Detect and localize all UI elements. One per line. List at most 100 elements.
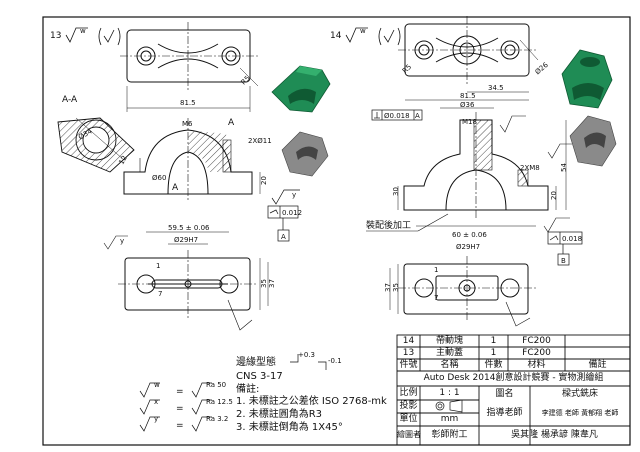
drawing-name-label: 圖名 — [495, 389, 514, 399]
part14-h20-dim: 20 — [550, 191, 558, 200]
part13-top-view — [120, 22, 259, 112]
part14-w35-dim: 35 — [392, 283, 400, 292]
scale-value: 1 : 1 — [439, 388, 460, 398]
edge-form-standard: CNS 3-17 — [236, 371, 283, 382]
bom-row2-name: 主動蓋 — [435, 348, 463, 358]
remark-line-2: 2. 未標註圓角為R3 — [236, 409, 323, 420]
part14-width-dim: 81.5 — [460, 92, 476, 100]
part14-w1-dim: 1 — [434, 266, 438, 274]
part13-w7-dim: 7 — [158, 290, 162, 298]
legend-x-symbol: x — [154, 398, 159, 406]
student-names: 吳其隆 楊承諺 陳韋凡 — [511, 430, 598, 440]
bom-row1-name: 帶動塊 — [435, 336, 463, 346]
school-name: 彰師附工 — [431, 430, 468, 440]
part14-d34_5-dim: 34.5 — [488, 84, 504, 92]
part13-w37-dim: 37 — [268, 279, 276, 288]
part14-r5-dim: R5 — [401, 63, 413, 75]
part13-datum-a: A — [281, 233, 286, 241]
part13-section-mark-a2: A — [172, 183, 179, 193]
surface-legend-symbols — [139, 382, 212, 432]
view13-number: 13 — [50, 31, 61, 41]
part14-surface-marks — [499, 115, 572, 233]
part13-holes-dim: 2XØ11 — [248, 137, 272, 145]
edge-plus-tol: +0.3 — [298, 351, 315, 359]
part14-top-view — [398, 16, 539, 109]
part13-bore-dim: Ø29H7 — [174, 236, 198, 244]
edge-form-symbol — [290, 354, 327, 370]
part14-w7-dim: 7 — [434, 294, 438, 302]
edge-form-title: 邊緣型態 — [236, 357, 276, 368]
part14-par-frame — [547, 231, 583, 266]
part13-section-mark-a: A — [228, 118, 235, 128]
part14-holes-dim: 2XM8 — [520, 164, 540, 172]
view14-surface-symbol — [345, 27, 401, 46]
remarks-heading: 備註: — [236, 384, 260, 395]
legend-ra50: Ra 50 — [206, 381, 227, 389]
legend-y-symbol: y — [154, 415, 159, 423]
part13-bottom-view — [103, 231, 269, 331]
view13-surface-symbol — [65, 27, 121, 46]
bom-header-no: 件號 — [399, 360, 418, 370]
legend-ra3-2: Ra 3.2 — [206, 415, 229, 423]
unit-label: 單位 — [399, 414, 418, 424]
part14-perp-datum: A — [415, 112, 420, 120]
part13-w35-dim: 35 — [260, 279, 268, 288]
part13-3d-model — [271, 65, 331, 113]
view14-surface-w: w — [360, 27, 366, 35]
section-aa-label: A-A — [62, 95, 78, 105]
bom-header-qty: 件數 — [484, 360, 503, 370]
part13-bottom-surface-y: y — [120, 237, 124, 245]
bom-row2-material: FC200 — [522, 348, 551, 358]
part13-metal-photo — [281, 131, 329, 177]
part13-front-view — [123, 118, 261, 200]
part14-pitch-dim: 60 ± 0.06 — [452, 231, 487, 239]
advisor-label: 指導老師 — [486, 408, 523, 418]
drafter-label: 繪圖者 — [397, 430, 421, 439]
view14-number: 14 — [330, 31, 342, 41]
bom-header-name: 名稱 — [440, 360, 459, 370]
bom-row2-qty: 1 — [490, 348, 497, 358]
legend-eq-3: = — [176, 421, 184, 431]
view13-surface-w: w — [80, 27, 86, 35]
legend-w-symbol: w — [154, 381, 160, 389]
legend-ra12-5: Ra 12.5 — [206, 398, 233, 406]
part14-w37-dim: 37 — [384, 283, 392, 292]
part13-width-dim: 81.5 — [180, 99, 196, 107]
advisor-names: 李建德 老師 黃郁翔 老師 — [541, 409, 619, 417]
part14-perp-frame — [371, 109, 423, 121]
part14-h30-dim: 30 — [392, 187, 400, 196]
part13-flatness-frame — [267, 189, 300, 242]
drawing-border — [42, 16, 631, 446]
part14-bore-dim: Ø29H7 — [456, 243, 480, 251]
part14-metal-photo — [569, 115, 617, 167]
section-aa-view — [57, 117, 135, 173]
bom-row1-no: 14 — [402, 336, 415, 346]
part14-d26-dim: Ø26 — [534, 61, 551, 77]
scale-label: 比例 — [399, 388, 418, 398]
bom-row1-material: FC200 — [522, 336, 551, 346]
part13-w1-dim: 1 — [156, 262, 160, 270]
part13-h20-dim: 20 — [260, 176, 268, 185]
part14-perp-value: Ø0.018 — [384, 112, 410, 120]
part14-h54-dim: 54 — [560, 163, 568, 172]
unit-value: mm — [440, 414, 459, 424]
section-h12: 12 — [117, 154, 128, 166]
edge-minus-tol: -0.1 — [328, 357, 342, 365]
legend-eq-1: = — [176, 387, 184, 397]
part14-front-view — [397, 112, 567, 227]
part14-bottom-view — [389, 256, 536, 327]
title-banner: Auto Desk 2014創意設計競賽 - 實物測繪組 — [423, 373, 604, 383]
bom-header-material: 材料 — [527, 360, 546, 370]
part13-m6-dim: M6 — [182, 120, 193, 128]
part13-surface-y: y — [292, 191, 296, 199]
projection-symbol — [435, 399, 463, 413]
part13-flatness-value: 0.012 — [282, 209, 302, 217]
part13-dia60-dim: Ø60 — [152, 174, 166, 182]
projection-label: 投影 — [399, 401, 418, 411]
bom-row1-qty: 1 — [490, 336, 497, 346]
part14-par-value: 0.018 — [562, 235, 582, 243]
bom-header-remark: 備註 — [588, 360, 607, 370]
part14-3d-model — [561, 49, 613, 109]
title-block-grid — [396, 334, 631, 446]
